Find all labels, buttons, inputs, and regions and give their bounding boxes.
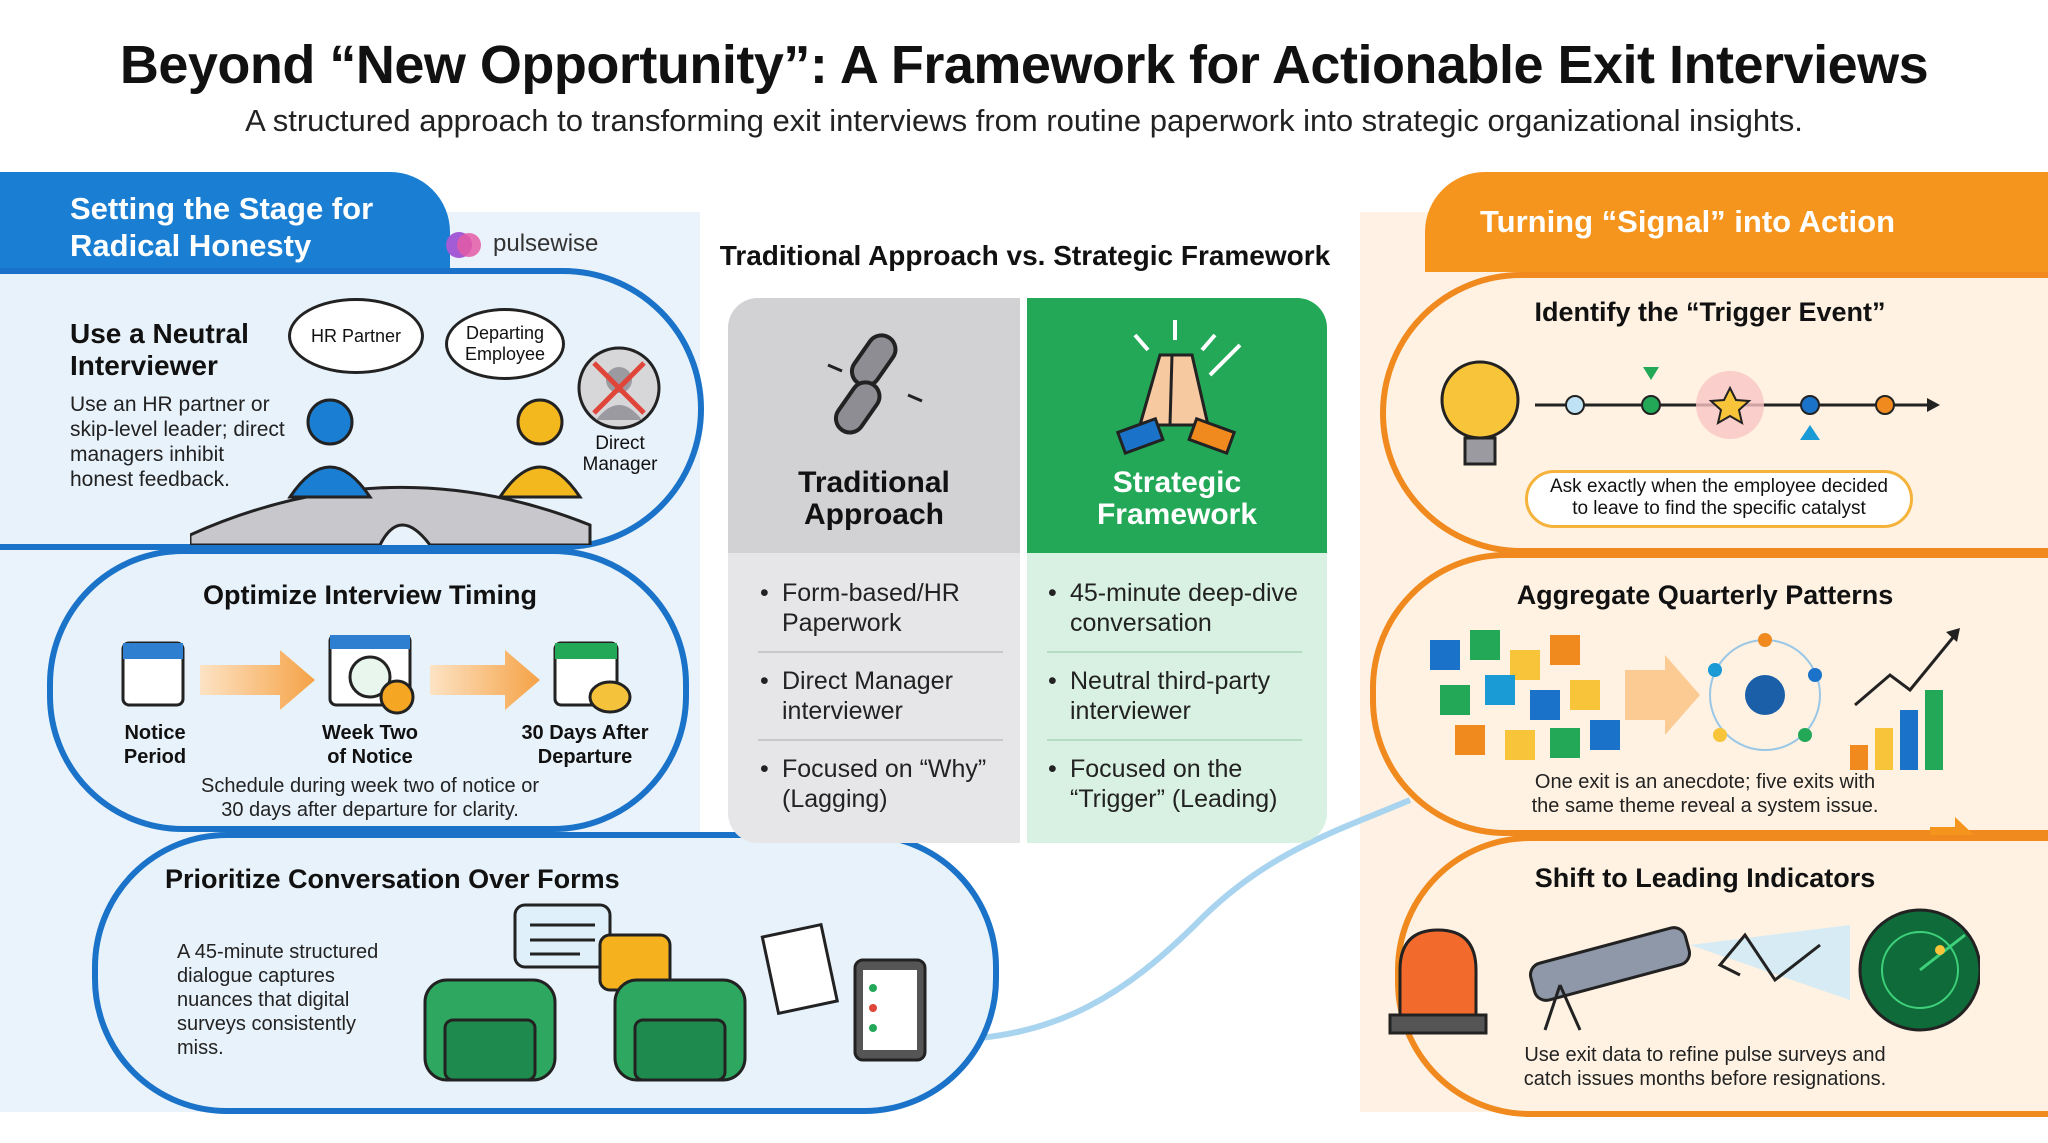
- divider: [1047, 651, 1302, 653]
- neutral-title-line1: Use a Neutral: [70, 318, 249, 349]
- leading-caption: Use exit data to refine pulse surveys an…: [1380, 1043, 2030, 1091]
- timing-step-30-days: 30 Days After Departure: [505, 721, 665, 769]
- connector-curve: [940, 797, 1412, 1043]
- strategic-title: Strategic Framework: [1027, 467, 1327, 531]
- step-line: 30 Days After: [521, 722, 649, 744]
- trigger-callout: Ask exactly when the employee decided to…: [1525, 470, 1913, 528]
- left-heading-line1: Setting the Stage for: [70, 191, 374, 226]
- callout-line: to leave to find the specific catalyst: [1572, 498, 1866, 519]
- left-heading-line2: Radical Honesty: [70, 228, 312, 263]
- item-line: Focused on the: [1070, 755, 1243, 783]
- item-line: 45-minute deep-dive: [1070, 579, 1298, 607]
- caption-line: One exit is an anecdote; five exits with: [1534, 771, 1876, 793]
- item-line: conversation: [1070, 609, 1212, 637]
- caption-line: the same theme reveal a system issue.: [1531, 795, 1879, 817]
- step-line: Week Two: [322, 722, 418, 744]
- leading-title: Shift to Leading Indicators: [1534, 863, 1876, 893]
- page-title: Beyond “New Opportunity”: A Framework fo…: [119, 35, 1929, 95]
- step-line: of Notice: [327, 746, 413, 768]
- caption-line: Use exit data to refine pulse surveys an…: [1524, 1044, 1886, 1066]
- timing-title: Optimize Interview Timing: [202, 580, 538, 610]
- strategic-item: Focused on the “Trigger” (Leading): [1048, 754, 1278, 814]
- conversation-body-line: dialogue captures: [177, 965, 335, 987]
- caption-line: Schedule during week two of notice or: [201, 775, 539, 797]
- item-line: Paperwork: [782, 609, 902, 637]
- timing-caption: Schedule during week two of notice or 30…: [100, 774, 640, 822]
- title-line: Approach: [803, 498, 944, 531]
- pulsewise-logo-icon: [446, 232, 481, 258]
- timing-step-notice: Notice Period: [100, 721, 210, 769]
- caption-line: catch issues months before resignations.: [1523, 1068, 1887, 1090]
- patterns-illustration: [1430, 628, 1960, 770]
- neutral-title-line2: Interviewer: [70, 350, 218, 381]
- item-line: interviewer: [782, 697, 903, 725]
- neutral-title: Use a Neutral Interviewer: [70, 318, 249, 382]
- conversation-body: A 45-minute structured dialogue captures…: [177, 940, 378, 1060]
- step-line: Notice: [124, 722, 186, 744]
- traditional-title: Traditional Approach: [728, 467, 1020, 531]
- neutral-body-line: honest feedback.: [70, 468, 230, 491]
- crossed-manager-icon: [577, 346, 661, 430]
- conversation-body-line: A 45-minute structured: [177, 941, 379, 963]
- item-line: Form-based/HR: [782, 579, 960, 607]
- conversation-body-line: miss.: [177, 1037, 224, 1059]
- item-line: Focused on “Why”: [782, 755, 987, 783]
- page-subtitle: A structured approach to transforming ex…: [245, 103, 1803, 138]
- trigger-title: Identify the “Trigger Event”: [1534, 297, 1886, 327]
- patterns-caption: One exit is an anecdote; five exits with…: [1380, 770, 2030, 818]
- high-five-icon: [1115, 320, 1242, 455]
- title-line: Traditional: [798, 466, 950, 499]
- step-line: Period: [123, 746, 187, 768]
- conversation-body-line: surveys consistently: [177, 1013, 356, 1035]
- leading-illustration: [1388, 908, 1980, 1035]
- strategic-item: Neutral third-party interviewer: [1048, 666, 1271, 726]
- timing-flow-illustration: [121, 635, 632, 715]
- direct-manager-label: Direct Manager: [570, 433, 670, 475]
- title-line: Framework: [1096, 498, 1258, 531]
- traditional-item: Focused on “Why” (Lagging): [760, 754, 987, 814]
- label-line: Direct: [595, 433, 645, 454]
- bubble-line: Departing: [465, 323, 545, 343]
- caption-line: 30 days after departure for clarity.: [221, 799, 519, 821]
- bubble-line: Employee: [464, 344, 546, 364]
- callout-line: Ask exactly when the employee decided: [1550, 476, 1888, 497]
- timing-step-week-two: Week Two of Notice: [300, 721, 440, 769]
- departing-employee-bubble: Departing Employee: [445, 308, 565, 380]
- neutral-body-line: Use an HR partner or: [70, 393, 270, 416]
- trigger-timeline-illustration: [1440, 360, 1940, 466]
- meeting-illustration: [190, 398, 592, 545]
- comparison-heading: Traditional Approach vs. Strategic Frame…: [719, 240, 1331, 271]
- traditional-item: Direct Manager interviewer: [760, 666, 953, 726]
- item-line: Direct Manager: [782, 667, 953, 695]
- item-line: Neutral third-party: [1070, 667, 1271, 695]
- neutral-body-line: skip-level leader; direct: [70, 418, 285, 441]
- item-line: (Lagging): [782, 785, 888, 813]
- divider: [758, 739, 1003, 741]
- divider: [758, 651, 1003, 653]
- item-line: “Trigger” (Leading): [1070, 785, 1278, 813]
- hr-partner-bubble: HR Partner: [288, 298, 424, 374]
- conversation-title: Prioritize Conversation Over Forms: [165, 864, 620, 894]
- broken-chain-icon: [827, 333, 923, 435]
- strategic-item: 45-minute deep-dive conversation: [1048, 578, 1298, 638]
- label-line: Manager: [582, 454, 658, 475]
- divider: [1047, 739, 1302, 741]
- title-line: Strategic: [1112, 466, 1242, 499]
- right-section-header: Turning “Signal” into Action: [1425, 172, 2048, 272]
- item-line: interviewer: [1070, 697, 1191, 725]
- conversation-illustration: [423, 903, 927, 1082]
- left-section-header: Setting the Stage for Radical Honesty: [0, 172, 450, 272]
- neutral-body-line: managers inhibit: [70, 443, 225, 466]
- conversation-body-line: nuances that digital: [177, 989, 350, 1011]
- brand-name: pulsewise: [493, 230, 599, 257]
- patterns-title: Aggregate Quarterly Patterns: [1516, 580, 1894, 610]
- step-line: Departure: [537, 746, 633, 768]
- neutral-body: Use an HR partner or skip-level leader; …: [70, 392, 285, 492]
- traditional-item: Form-based/HR Paperwork: [760, 578, 960, 638]
